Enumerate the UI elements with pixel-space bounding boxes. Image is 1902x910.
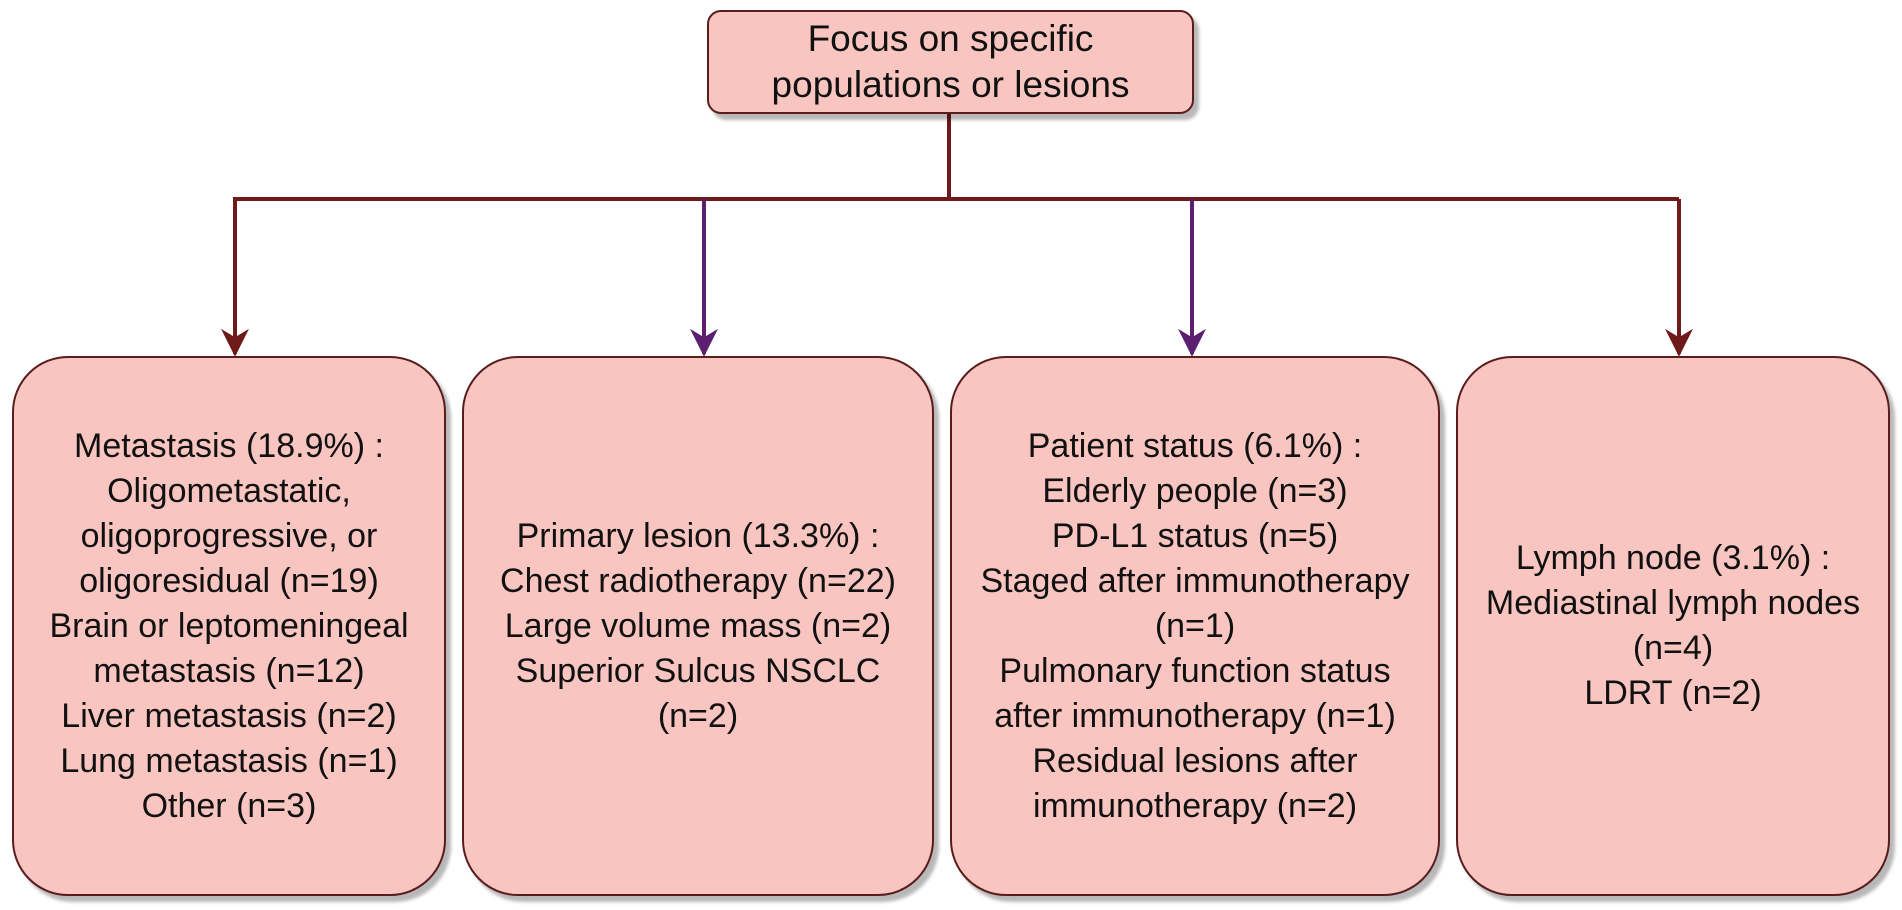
metastasis-line: Metastasis (18.9%) : bbox=[74, 426, 384, 465]
lymph-node-line: Lymph node (3.1%) : bbox=[1515, 539, 1831, 577]
metastasis-line: Liver metastasis (n=2) bbox=[61, 696, 397, 735]
primary-lesion-line: (n=2) bbox=[657, 696, 739, 735]
primary-lesion-line: Superior Sulcus NSCLC bbox=[515, 651, 881, 690]
patient-status-line: Residual lesions after bbox=[1032, 741, 1358, 780]
patient-status-line: Elderly people (n=3) bbox=[1042, 471, 1348, 510]
patient-status-line: immunotherapy (n=2) bbox=[1032, 786, 1358, 825]
metastasis-line: oligoprogressive, or bbox=[80, 516, 378, 555]
patient-status-line: PD-L1 status (n=5) bbox=[1051, 516, 1339, 555]
primary-lesion-box: Primary lesion (13.3%) : Chest radiother… bbox=[462, 356, 934, 896]
metastasis-line: Oligometastatic, bbox=[107, 471, 351, 510]
metastasis-line: oligoresidual (n=19) bbox=[79, 561, 379, 600]
patient-status-line: Pulmonary function status bbox=[999, 651, 1391, 690]
patient-status-box: Patient status (6.1%) : Elderly people (… bbox=[950, 356, 1440, 896]
patient-status-line: (n=1) bbox=[1154, 606, 1236, 645]
metastasis-line: metastasis (n=12) bbox=[93, 651, 365, 690]
metastasis-line: Other (n=3) bbox=[141, 786, 317, 825]
lymph-node-line: (n=4) bbox=[1632, 629, 1714, 667]
metastasis-line: Brain or leptomeningeal bbox=[49, 606, 409, 645]
metastasis-line: Lung metastasis (n=1) bbox=[60, 741, 398, 780]
root-line: populations or lesions bbox=[771, 64, 1130, 105]
patient-status-line: Patient status (6.1%) : bbox=[1027, 426, 1363, 465]
primary-lesion-line: Primary lesion (13.3%) : bbox=[516, 516, 880, 555]
lymph-node-line: LDRT (n=2) bbox=[1584, 674, 1762, 712]
metastasis-box: Metastasis (18.9%) : Oligometastatic, ol… bbox=[12, 356, 446, 896]
primary-lesion-line: Chest radiotherapy (n=22) bbox=[500, 561, 896, 600]
lymph-node-box: Lymph node (3.1%) : Mediastinal lymph no… bbox=[1456, 356, 1890, 896]
lymph-node-line: Mediastinal lymph nodes bbox=[1485, 584, 1861, 622]
patient-status-line: Staged after immunotherapy bbox=[980, 561, 1410, 600]
patient-status-line: after immunotherapy (n=1) bbox=[994, 696, 1396, 735]
primary-lesion-line: Large volume mass (n=2) bbox=[504, 606, 892, 645]
root-node-box: Focus on specific populations or lesions bbox=[707, 10, 1194, 114]
root-line: Focus on specific bbox=[807, 18, 1094, 59]
